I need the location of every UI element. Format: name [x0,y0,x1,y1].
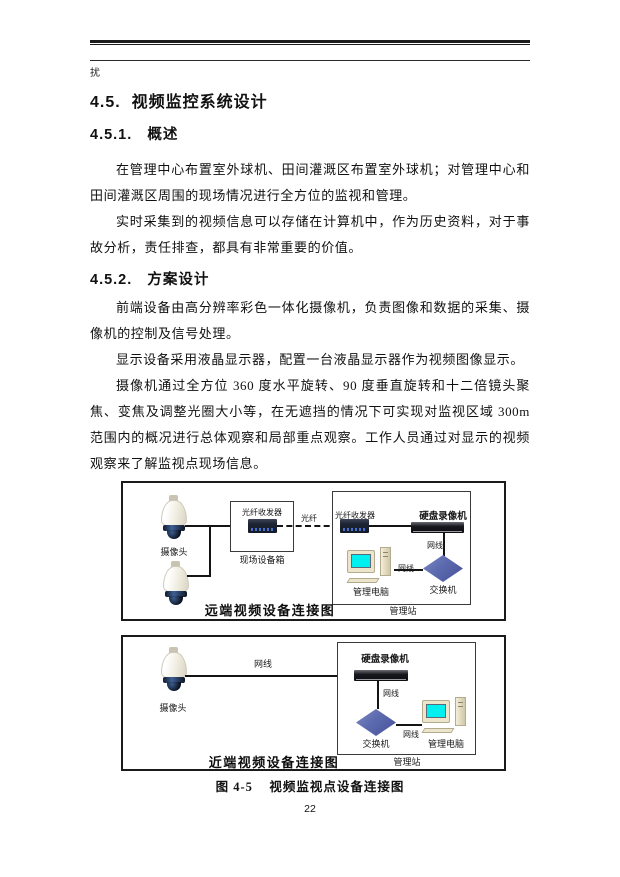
paragraph-design-2: 显示设备采用液晶显示器，配置一台液晶显示器作为视频图像显示。 [116,352,525,367]
network-cable-label: 网线 [398,563,414,574]
wire [369,525,411,527]
field-box-label: 现场设备箱 [239,555,285,565]
management-station-box [332,491,471,605]
wire [396,724,422,726]
switch-label: 交换机 [429,585,457,595]
transceiver-label: 光纤收发器 [335,511,375,520]
management-computer-icon [346,547,394,583]
diagram-title: 远端视频设备连接图 [204,603,336,618]
network-cable-label: 网线 [383,689,399,698]
station-label: 管理站 [389,606,417,616]
camera-label: 摄像头 [159,703,187,713]
heading-section-4-5-1: 4.5.1. 概述 [90,127,179,143]
dvr-label: 硬盘录像机 [361,655,409,665]
diagram-title: 近端视频设备连接图 [208,755,340,770]
header-rule-thin [90,60,530,61]
dvr-label: 硬盘录像机 [419,512,467,522]
pc-label: 管理电脑 [427,739,465,749]
wire [185,525,211,527]
paragraph-overview-2: 实时采集到的视频信息可以存储在计算机中，作为历史资料，对于事故分析，责任排查，都… [90,214,530,255]
wire [443,533,445,556]
dome-camera-icon [159,495,189,541]
wire [394,569,423,571]
dvr-icon [354,670,408,681]
dvr-icon [411,522,464,533]
station-label: 管理站 [393,757,421,767]
figure-caption: 图 4-5 视频监视点设备连接图 [215,780,405,794]
paragraph-design-3: 摄像机通过全方位 360 度水平旋转、90 度垂直旋转和十二倍镜头聚焦、变焦及调… [90,378,530,471]
transceiver-label: 光纤收发器 [242,508,282,517]
fiber-label: 光纤 [301,514,317,523]
pc-label: 管理电脑 [352,587,390,597]
wire [209,525,211,577]
camera-label: 摄像头 [160,547,188,557]
fiber-transceiver-icon [340,519,369,533]
paragraph-overview-1: 在管理中心布置室外球机、田间灌溉区布置室外球机；对管理中心和田间灌溉区周围的现场… [90,162,530,203]
management-computer-icon [421,697,469,733]
network-cable-label: 网线 [253,659,273,669]
network-cable-label: 网线 [403,730,419,739]
dome-camera-icon [159,647,189,693]
page-number: 22 [304,803,316,815]
header-mark: 扰 [90,68,100,79]
header-rule-thick [90,40,530,45]
heading-section-4-5: 4.5. 视频监控系统设计 [90,94,268,111]
wire [377,681,379,709]
fiber-transceiver-icon [248,519,277,533]
heading-section-4-5-2: 4.5.2. 方案设计 [90,272,210,288]
management-station-box [337,642,476,755]
wire [185,675,354,677]
fiber-wire [277,525,339,527]
switch-label: 交换机 [362,739,390,749]
local-video-diagram: 摄像头 网线 硬盘录像机 网线 交换机 网线 管理电脑 管理站 近端视频设备连接… [121,635,506,771]
wire [187,575,211,577]
dome-camera-icon [161,561,191,607]
wire [211,525,248,527]
remote-video-diagram: 摄像头 光纤收发器 现场设备箱 光纤 光纤收发器 硬盘录像机 网线 交换机 [121,481,506,621]
network-cable-label: 网线 [427,541,443,550]
paragraph-design-1: 前端设备由高分辨率彩色一体化摄像机，负责图像和数据的采集、摄像机的控制及信号处理… [90,300,530,341]
